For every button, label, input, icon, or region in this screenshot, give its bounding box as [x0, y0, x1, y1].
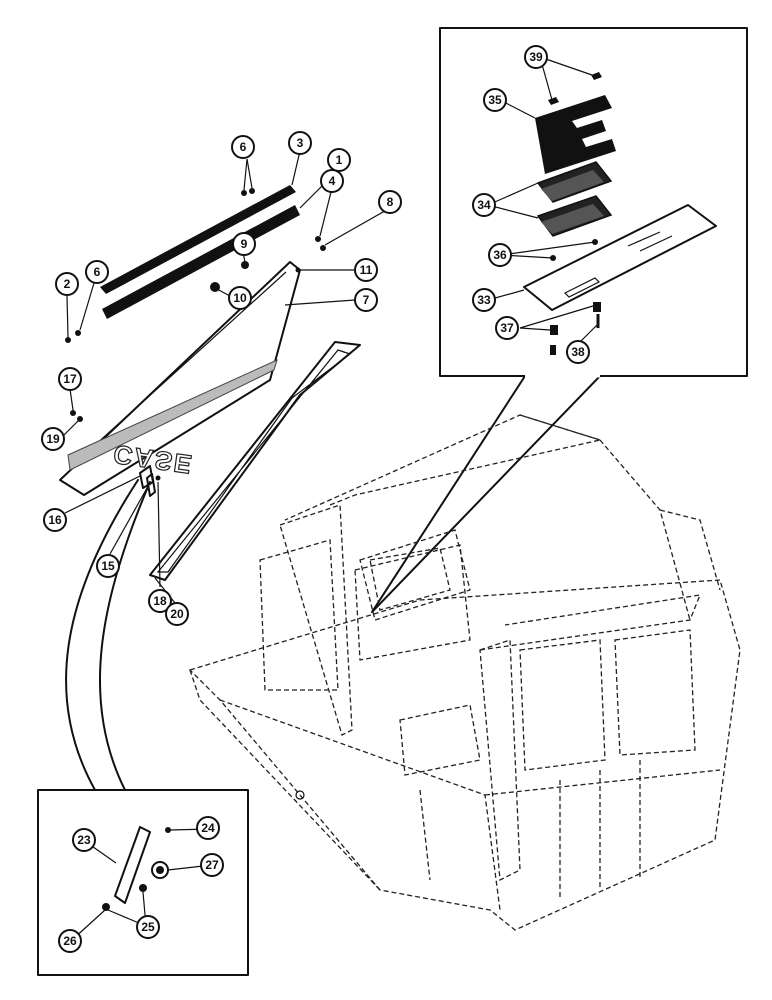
callout-34: 34 [472, 193, 496, 217]
callout-10: 10 [228, 286, 252, 310]
part-11 [295, 267, 301, 273]
svg-text:7: 7 [363, 293, 370, 307]
part-35-pad [535, 95, 616, 174]
callout-27: 27 [200, 853, 224, 877]
brand-text: CASE [112, 439, 196, 480]
svg-text:9: 9 [241, 237, 248, 251]
part-6 [75, 330, 81, 336]
callout-6: 6 [85, 260, 109, 284]
callout-38: 38 [566, 340, 590, 364]
callout-16: 16 [43, 508, 67, 532]
svg-text:36: 36 [493, 248, 507, 262]
part-9 [241, 261, 249, 269]
svg-text:11: 11 [360, 263, 373, 277]
svg-text:20: 20 [170, 607, 184, 621]
glass-edge [71, 271, 287, 467]
part-23-latch [114, 826, 151, 904]
callouts: 6 3 1 4 8 9 11 10 7 2 6 17 19 16 15 18 2… [41, 45, 590, 953]
part-17 [70, 410, 76, 416]
window-assembly: CASE [59, 185, 361, 581]
callout-23: 23 [72, 828, 96, 852]
callout-37: 37 [495, 316, 519, 340]
svg-text:2: 2 [64, 277, 71, 291]
callout-3: 3 [288, 131, 312, 155]
svg-text:33: 33 [477, 293, 491, 307]
svg-text:16: 16 [48, 513, 62, 527]
svg-text:37: 37 [500, 321, 514, 335]
part-5-a [241, 190, 247, 196]
svg-text:17: 17 [63, 372, 77, 386]
svg-text:25: 25 [141, 920, 155, 934]
svg-text:27: 27 [205, 858, 219, 872]
svg-text:26: 26 [63, 934, 77, 948]
cab-hole [295, 790, 305, 800]
callout-33: 33 [472, 288, 496, 312]
svg-text:35: 35 [488, 93, 502, 107]
inset-frame-bottom [37, 789, 249, 976]
callout-15: 15 [96, 554, 120, 578]
part-3-strip [100, 185, 296, 294]
part-37-38-fasteners [550, 302, 601, 355]
part-33-plate [523, 204, 717, 311]
svg-text:24: 24 [201, 821, 215, 835]
svg-text:10: 10 [233, 291, 247, 305]
callout-8: 8 [378, 190, 402, 214]
callout-2: 2 [55, 272, 79, 296]
part-25 [139, 884, 147, 892]
svg-text:4: 4 [329, 174, 336, 188]
part-19 [77, 416, 83, 422]
svg-text:39: 39 [529, 50, 543, 64]
svg-text:3: 3 [297, 136, 304, 150]
part-26 [102, 903, 110, 911]
svg-text:6: 6 [94, 265, 101, 279]
part-2 [65, 337, 71, 343]
svg-text:6: 6 [240, 140, 247, 154]
part-20-seal [149, 341, 361, 581]
callout-1: 1 [327, 148, 351, 172]
callout-39: 39 [524, 45, 548, 69]
part-8 [320, 245, 326, 251]
svg-text:23: 23 [77, 833, 91, 847]
svg-text:34: 34 [477, 198, 491, 212]
part-34-pads [536, 161, 613, 237]
callout-9: 9 [232, 232, 256, 256]
inset-pointer-top [371, 375, 601, 613]
part-18 [155, 475, 161, 481]
inset-pointer-bottom [65, 479, 151, 791]
part-1-strip [102, 205, 300, 319]
inset-bottom-left [37, 789, 249, 976]
part-15-latch [146, 473, 156, 497]
callout-18: 18 [148, 589, 172, 613]
callout-24: 24 [196, 816, 220, 840]
callout-36: 36 [488, 243, 512, 267]
callout-20: 20 [165, 602, 189, 626]
callout-11: 11 [354, 258, 378, 282]
callout-35: 35 [483, 88, 507, 112]
callout-7: 7 [354, 288, 378, 312]
callout-26: 26 [58, 929, 82, 953]
svg-text:18: 18 [153, 594, 167, 608]
inset-top-right [371, 27, 748, 613]
part-24 [165, 827, 171, 833]
svg-text:8: 8 [387, 195, 394, 209]
part-39-screws [548, 72, 602, 105]
svg-text:1: 1 [336, 153, 343, 167]
part-4 [315, 236, 321, 242]
svg-text:19: 19 [46, 432, 60, 446]
callout-19: 19 [41, 427, 65, 451]
glass-stripe [67, 359, 278, 471]
svg-text:15: 15 [101, 559, 115, 573]
part-5-b [249, 188, 255, 194]
callout-25: 25 [136, 915, 160, 939]
cab-frame [188, 414, 741, 931]
svg-text:38: 38 [571, 345, 585, 359]
callout-5: 6 [231, 135, 255, 159]
callout-4: 4 [320, 169, 344, 193]
callout-17: 17 [58, 367, 82, 391]
